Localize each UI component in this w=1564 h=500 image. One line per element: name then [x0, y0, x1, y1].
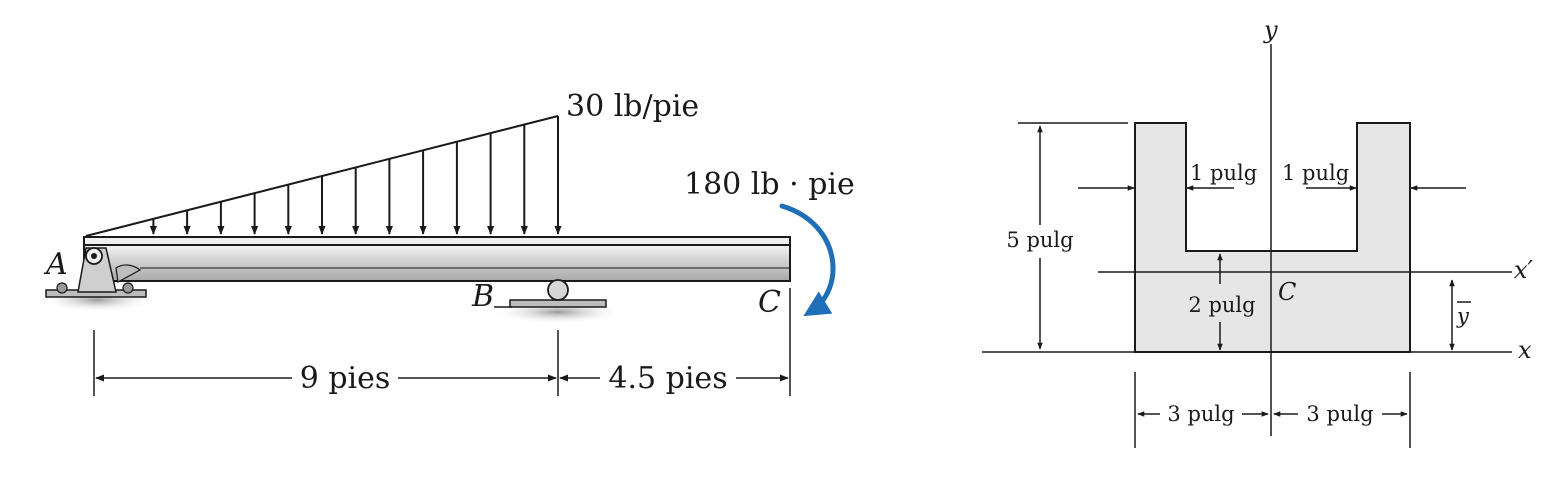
u-section-shape [1134, 122, 1411, 353]
base-thickness-label: 2 pulg [1188, 293, 1255, 317]
height-label: 5 pulg [1006, 228, 1073, 252]
ybar-label: y [1456, 304, 1470, 328]
load-arrows [149, 116, 562, 235]
x-axis-label: x [1518, 336, 1532, 364]
pin-support-a [39, 247, 155, 312]
dim-ab-label: 9 pies [300, 361, 391, 396]
point-label-b: B [471, 279, 494, 314]
half-width-right-label: 3 pulg [1306, 402, 1373, 426]
bolt-icon [56, 282, 68, 294]
moment-arrow-icon [779, 203, 836, 317]
flange-right-label: 1 pulg [1282, 161, 1349, 185]
roller-icon [547, 279, 569, 301]
roller-support-b [492, 279, 624, 324]
flange-left-label: 1 pulg [1190, 161, 1257, 185]
cross-section-diagram: y x x′ C 5 pulg 1 pulg 1 pulg 2 pulg y 3… [982, 16, 1534, 448]
couple-moment [779, 203, 836, 317]
half-width-left-label: 3 pulg [1167, 402, 1234, 426]
beam-web [83, 244, 791, 282]
distributed-load [85, 115, 562, 237]
beam [83, 236, 791, 282]
beam-top-flange [83, 236, 791, 246]
support-a-gusset [115, 264, 142, 283]
dim-bc-label: 4.5 pies [608, 361, 727, 396]
y-axis-label: y [1263, 16, 1278, 44]
moment-label: 180 lb · pie [684, 167, 855, 202]
support-b-base [509, 299, 607, 308]
point-label-a: A [43, 247, 68, 282]
beam-dimensions: 9 pies 4.5 pies [93, 288, 791, 396]
load-label: 30 lb/pie [566, 89, 699, 124]
centroid-label: C [1278, 278, 1296, 306]
xprime-axis-label: x′ [1514, 256, 1534, 284]
beam-diagram: 30 lb/pie A B C [39, 89, 855, 396]
point-label-c: C [758, 285, 781, 320]
pin-center-icon [91, 253, 97, 259]
bolt-icon [122, 282, 134, 294]
